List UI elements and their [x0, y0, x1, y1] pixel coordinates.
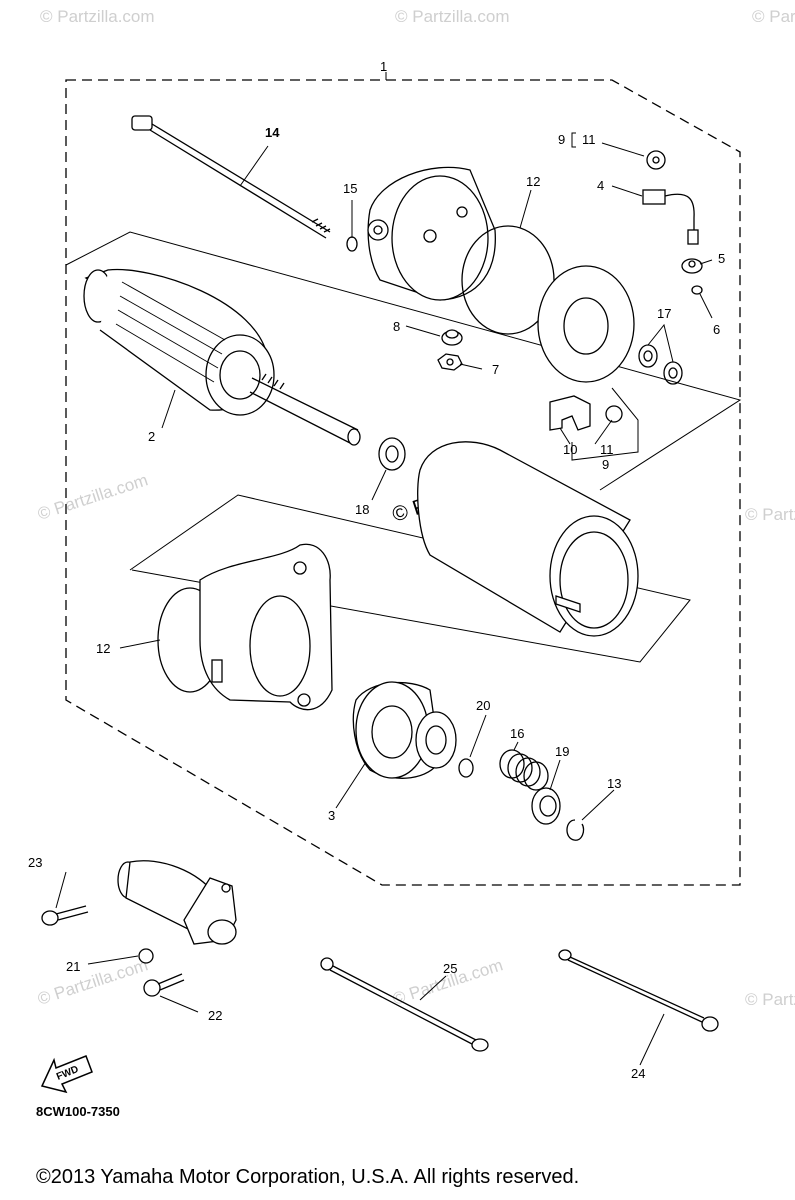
watermark: © Partzilla.com: [395, 7, 510, 26]
callout: 4: [597, 178, 604, 193]
callout: 22: [208, 1008, 222, 1023]
callout: 8: [393, 319, 400, 334]
watermark-group: © Partzilla.com © Partzilla.com © Partzi…: [35, 7, 795, 1009]
circlip-20: [458, 758, 474, 778]
diagram-code: 8CW100-7350: [36, 1104, 120, 1119]
callout: 13: [607, 776, 621, 791]
fwd-arrow-icon: FWD: [40, 1055, 93, 1094]
callout: 19: [555, 744, 569, 759]
callout: 9: [558, 132, 565, 147]
rear-cover: [367, 166, 496, 301]
yoke-housing: [417, 441, 639, 637]
callout: 12: [526, 174, 540, 189]
callout: 23: [28, 855, 42, 870]
brush-holder: [549, 395, 623, 431]
watermark: © Partzilla.com: [752, 7, 795, 26]
starter-lead-25: [320, 957, 489, 1052]
copyright-notice: ©2013 Yamaha Motor Corporation, U.S.A. A…: [36, 1166, 580, 1188]
callout: 6: [713, 322, 720, 337]
brush-plate: [537, 265, 635, 383]
callout: 9: [602, 457, 609, 472]
callout: 10: [563, 442, 577, 457]
watermark: © Partzilla.com: [745, 990, 795, 1009]
projection-planes: [65, 231, 742, 663]
callout: 16: [510, 726, 524, 741]
collar-19: [531, 787, 561, 825]
nut-21: [138, 948, 154, 964]
circlip-13: [566, 819, 585, 841]
brush-lead: [642, 189, 699, 245]
armature: [83, 268, 361, 446]
callout: 7: [492, 362, 499, 377]
callout-labels: 1 2 3 4 5 6 7 8 9 11 9 10 11 12 12 13 14…: [28, 59, 725, 1081]
nut-5: [681, 258, 703, 274]
nut: [441, 329, 463, 346]
washer-6: [691, 285, 703, 295]
nut-11: [646, 150, 666, 170]
hex-nut: [437, 353, 463, 371]
callout: 18: [355, 502, 369, 517]
bolt-23: [41, 905, 89, 926]
callout: 3: [328, 808, 335, 823]
ground-lead-24: [558, 949, 719, 1032]
through-bolt: [131, 115, 331, 239]
callout: 24: [631, 1066, 645, 1081]
bolt-22: [143, 973, 185, 997]
callout: 1: [380, 59, 387, 74]
washer-18: [378, 437, 406, 471]
callout: 2: [148, 429, 155, 444]
callout: 5: [718, 251, 725, 266]
assembly-boundary: [65, 79, 741, 886]
callout: 14: [265, 125, 280, 140]
callout: 11: [600, 442, 614, 457]
callout: 12: [96, 641, 110, 656]
callout: 15: [343, 181, 357, 196]
callout: 20: [476, 698, 490, 713]
leader-lines: [55, 142, 713, 1066]
watermark: © Partzilla.com: [35, 470, 150, 523]
callout: 25: [443, 961, 457, 976]
o-ring-small: [346, 236, 358, 252]
watermark: © Partzilla.com: [40, 7, 155, 26]
callout: 11: [582, 132, 596, 147]
callout: 17: [657, 306, 671, 321]
pinion-clutch: [352, 681, 457, 779]
front-housing: [157, 543, 333, 711]
spring-16: [499, 749, 549, 791]
bracket: [571, 132, 576, 148]
watermark: © Partzilla.com: [745, 505, 795, 524]
callout: 21: [66, 959, 80, 974]
starter-motor-installed: [117, 860, 237, 945]
